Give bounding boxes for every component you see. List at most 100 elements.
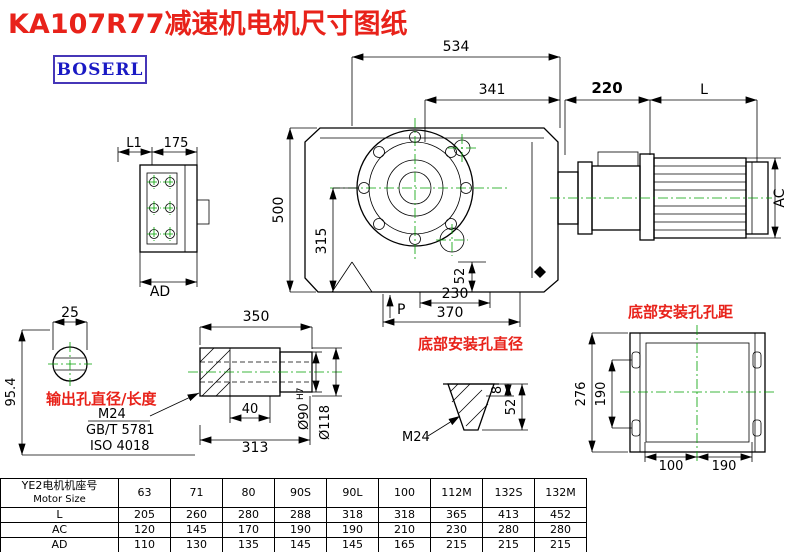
bottom-hole-thread-label: M24 <box>402 430 430 445</box>
table-cell: 170 <box>222 522 275 538</box>
dim-bore-tolerance-label: H7 <box>296 388 306 401</box>
size-col-header: 100 <box>378 478 431 508</box>
standard-gb-label: GB/T 5781 <box>86 423 155 438</box>
dim-L-label: L <box>700 82 708 98</box>
table-cell: 280 <box>482 522 535 538</box>
table-cell: 318 <box>378 507 431 523</box>
table-cell: 215 <box>430 537 483 552</box>
row-label-AC: AC <box>0 522 119 538</box>
size-col-header: 132S <box>482 478 535 508</box>
size-table-title-en: Motor Size <box>33 494 86 505</box>
dim-AC: AC <box>746 157 788 239</box>
table-cell: 145 <box>326 537 379 552</box>
dim-AD-label: AD <box>150 284 170 300</box>
bottom-hole-annotation: 底部安装孔直径 <box>418 335 523 353</box>
size-col-header: 71 <box>170 478 223 508</box>
size-col-header: 63 <box>118 478 171 508</box>
motor-side-view <box>550 151 772 241</box>
dim-350-label: 350 <box>243 309 270 325</box>
dim-AC-label: AC <box>772 188 788 207</box>
label-P: P <box>397 302 405 318</box>
thread-callout-label: M24 <box>98 407 126 422</box>
dim-534: 534 <box>351 39 561 128</box>
table-cell: 260 <box>170 507 223 523</box>
table-cell: 110 <box>118 537 171 552</box>
dim-95-4-label: 95.4 <box>4 378 19 407</box>
dim-outer-dia-label: Ø118 <box>318 405 333 440</box>
label-P-arrow: P <box>386 295 405 318</box>
table-cell: 145 <box>274 537 327 552</box>
dim-190h-label: 190 <box>712 459 737 474</box>
table-cell: 280 <box>534 522 587 538</box>
dim-220: 220 <box>564 79 651 155</box>
technical-drawing: 534 341 220 L 500 315 <box>4 39 788 474</box>
table-cell: 215 <box>534 537 587 552</box>
table-cell: 120 <box>118 522 171 538</box>
dim-AD: AD <box>139 252 198 300</box>
dim-25: 25 <box>52 305 88 350</box>
dim-315-label: 315 <box>314 228 330 255</box>
dim-52-label: 52 <box>453 268 468 285</box>
size-col-header: 90L <box>326 478 379 508</box>
dim-52-hole: 52 <box>482 384 528 431</box>
dim-40-label: 40 <box>242 402 259 417</box>
table-row-AD: AD 110 130 135 145 145 165 215 215 215 <box>0 537 587 552</box>
dim-220-label: 220 <box>591 79 622 97</box>
motor-size-table: YE2电机机座号 Motor Size 63 71 80 90S 90L 100… <box>0 478 587 552</box>
table-cell: 190 <box>326 522 379 538</box>
row-label-L: L <box>0 507 119 523</box>
dim-100-190-horizontal: 100 190 <box>644 442 753 474</box>
table-cell: 190 <box>274 522 327 538</box>
table-row-L: L 205 260 280 288 318 318 365 413 452 <box>0 507 587 523</box>
dim-313-label: 313 <box>242 440 269 456</box>
table-cell: 452 <box>534 507 587 523</box>
dim-25-label: 25 <box>61 305 79 321</box>
dim-bore-dia-label: Ø90 <box>297 403 312 430</box>
dim-8-label: 8 <box>490 386 505 394</box>
table-cell: 165 <box>378 537 431 552</box>
boserl-logo-text: BOSERL <box>56 59 144 80</box>
table-cell: 130 <box>170 537 223 552</box>
dim-276: 276 <box>574 332 628 453</box>
page-title: KA107R77减速机电机尺寸图纸 <box>8 9 408 40</box>
size-col-header: 90S <box>274 478 327 508</box>
dim-bore-dia-90H7: Ø90 H7 <box>296 351 322 430</box>
row-label-AD: AD <box>0 537 119 552</box>
dim-341: 341 <box>424 82 560 142</box>
size-col-header: 132M <box>534 478 587 508</box>
bottom-mount-hole-detail: 底部安装孔直径 8 52 M24 <box>402 335 528 445</box>
dim-190v-label: 190 <box>594 382 609 407</box>
dim-370: 370 <box>382 292 521 327</box>
table-cell: 145 <box>170 522 223 538</box>
dim-L1-label: L1 <box>126 136 142 151</box>
dim-40: 40 <box>229 396 271 423</box>
base-spacing-annotation: 底部安装孔孔距 <box>628 303 733 321</box>
table-cell: 135 <box>222 537 275 552</box>
table-cell: 288 <box>274 507 327 523</box>
dim-52-main: 52 <box>453 261 486 292</box>
dim-370-label: 370 <box>437 305 464 321</box>
table-cell: 413 <box>482 507 535 523</box>
table-cell: 318 <box>326 507 379 523</box>
table-cell: 365 <box>430 507 483 523</box>
base-mounting-view: 底部安装孔孔距 276 190 <box>574 303 775 474</box>
boserl-logo: BOSERL <box>53 55 147 84</box>
output-hole-annotation: 输出孔直径/长度 <box>46 390 157 408</box>
size-table-title-cn: YE2电机机座号 <box>21 479 98 492</box>
dim-230-label: 230 <box>442 286 469 302</box>
output-flange-side-view <box>139 164 210 253</box>
dim-350: 350 <box>199 309 313 349</box>
dim-500-label: 500 <box>271 197 287 224</box>
table-cell: 210 <box>378 522 431 538</box>
dim-315: 315 <box>314 187 358 292</box>
size-table-header-row: YE2电机机座号 Motor Size 63 71 80 90S 90L 100… <box>0 478 587 508</box>
gearbox-front-view <box>304 118 559 293</box>
dim-500: 500 <box>271 127 317 293</box>
dim-95-4: 95.4 <box>4 329 195 456</box>
dim-341-label: 341 <box>479 82 506 98</box>
datum-diamond <box>534 266 546 278</box>
table-row-AC: AC 120 145 170 190 190 210 230 280 280 <box>0 522 587 538</box>
table-cell: 205 <box>118 507 171 523</box>
dim-190-vertical: 190 <box>594 359 632 429</box>
output-shaft-view <box>188 347 345 397</box>
